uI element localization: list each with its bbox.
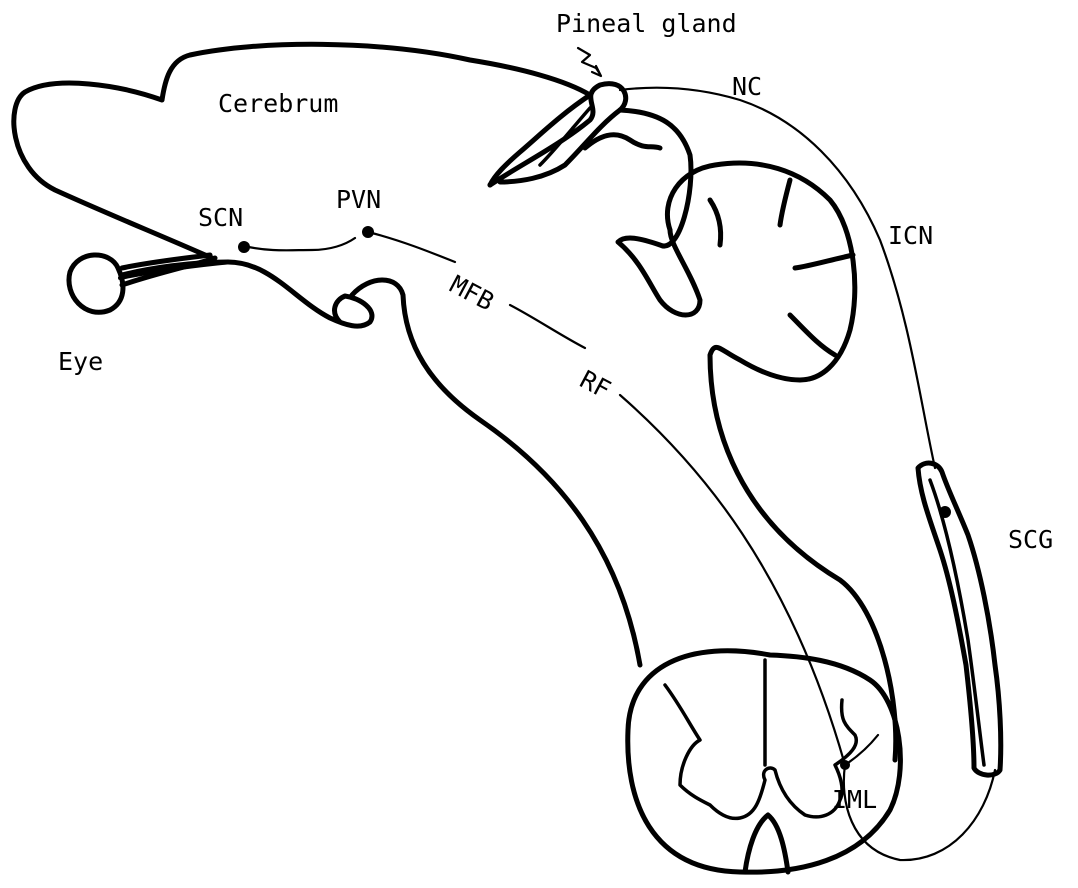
cerebellum-folia-3 [795,255,853,268]
cerebellum-folia-2 [780,180,790,225]
cerebellum-folia-4 [790,315,835,355]
pineal-arrow [578,48,601,76]
spinal-cord-lower-notch [745,815,788,872]
label-pineal-gland: Pineal gland [556,9,737,38]
label-mfb: MFB [445,270,498,317]
iml-nucleus-dot [840,760,850,770]
cerebellum-folia-1 [710,200,721,245]
iml-local-branch [845,735,878,765]
label-eye: Eye [58,347,103,376]
cerebrum-outline [14,44,590,258]
label-cerebrum: Cerebrum [218,89,338,118]
scg-to-pineal-pathway [620,88,935,468]
label-rf: RF [575,365,615,405]
spinal-cord-gray-matter [665,660,856,818]
label-icn: ICN [888,221,933,250]
pvn-nucleus-dot [362,226,374,238]
scn-to-pvn-tract [244,238,355,250]
label-pvn: PVN [336,185,381,214]
cerebellum-outline [667,163,895,760]
scn-nucleus-dot [238,241,250,253]
brainstem-left-outline [122,262,640,665]
label-iml: IML [832,785,877,814]
midbrain-fold [585,135,660,148]
mfb-rf-pathway [368,232,845,765]
label-scg: SCG [1008,525,1053,554]
label-nc: NC [732,72,762,101]
label-scn: SCN [198,203,243,232]
scg-outline [918,463,1001,775]
scg-nucleus-dot [939,506,951,518]
eye-outline [69,255,123,312]
